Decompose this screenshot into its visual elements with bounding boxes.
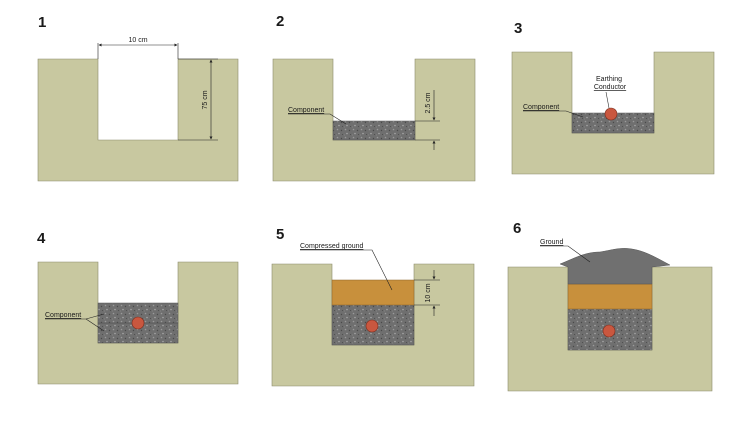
step-number: 4 — [37, 230, 46, 247]
leader-line — [540, 245, 591, 263]
width-dimension-label: 10 cm — [128, 37, 147, 44]
ground-label: Ground — [540, 239, 563, 246]
leader-line — [523, 110, 584, 118]
earthing-conductor — [131, 316, 145, 330]
conductor-label: Earthing Conductor — [594, 76, 627, 91]
step-6: 6 Ground — [507, 220, 713, 392]
step-4: 4 Component — [37, 230, 239, 385]
step-5: 5 Compressed ground 10 cm — [271, 226, 475, 387]
step-1: 1 10 cm 75 cm — [37, 14, 239, 182]
component-label: Component — [45, 312, 81, 319]
step-number: 3 — [514, 20, 522, 37]
step-number: 5 — [276, 226, 284, 243]
soil-block — [37, 261, 239, 385]
leader-line — [605, 91, 610, 109]
step-3: 3 Component Earthing Conductor — [511, 20, 715, 175]
earthing-conductor — [365, 319, 379, 333]
earthing-conductor — [604, 107, 618, 121]
compressed-ground-layer — [567, 283, 653, 310]
leader-line — [85, 318, 105, 332]
step-number: 2 — [276, 13, 284, 30]
step-number: 1 — [38, 14, 46, 31]
component-label: Component — [523, 104, 559, 111]
compressed-ground-label: Compressed ground — [300, 243, 364, 250]
component-label: Component — [288, 107, 324, 114]
soil-block — [272, 58, 476, 182]
earthing-conductor — [602, 324, 616, 338]
compressed-ground-layer — [331, 279, 415, 306]
step-number: 6 — [513, 220, 521, 237]
leader-line — [300, 249, 393, 291]
soil-block — [37, 58, 239, 182]
depth-dimension-label: 75 cm — [202, 90, 209, 109]
ground-mound — [559, 248, 671, 285]
leader-line — [288, 113, 347, 125]
step-2: 2 Component 2.5 cm — [272, 13, 476, 182]
layer-dimension-label: 2.5 cm — [425, 92, 432, 113]
layer-dimension-label: 10 cm — [425, 283, 432, 302]
gravel-layer — [332, 120, 416, 141]
soil-block — [511, 51, 715, 175]
